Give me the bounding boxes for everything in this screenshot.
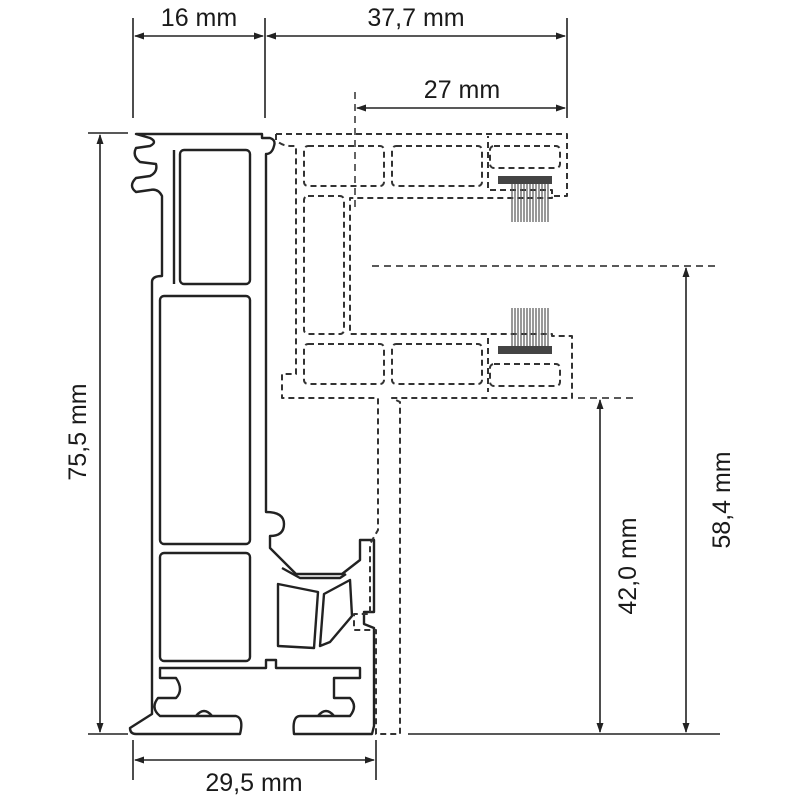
solid-frame-profile (128, 132, 376, 736)
dim-top-left: 16 mm (161, 4, 237, 32)
brush-seal-lower (498, 308, 552, 354)
dim-inner-top: 27 mm (424, 76, 500, 104)
dim-right-outer: 58,4 mm (708, 451, 736, 548)
dim-left-height: 75,5 mm (64, 383, 92, 480)
dimension-labels: 16 mm 37,7 mm 27 mm 29,5 mm 75,5 mm 42,0… (64, 4, 736, 797)
dim-top-right: 37,7 mm (367, 4, 464, 32)
dim-bottom: 29,5 mm (205, 769, 302, 797)
dim-right-mid: 42,0 mm (614, 517, 642, 614)
brush-seal-upper (498, 176, 552, 222)
dimension-lines (88, 18, 720, 780)
dashed-sash-profile (275, 133, 573, 735)
